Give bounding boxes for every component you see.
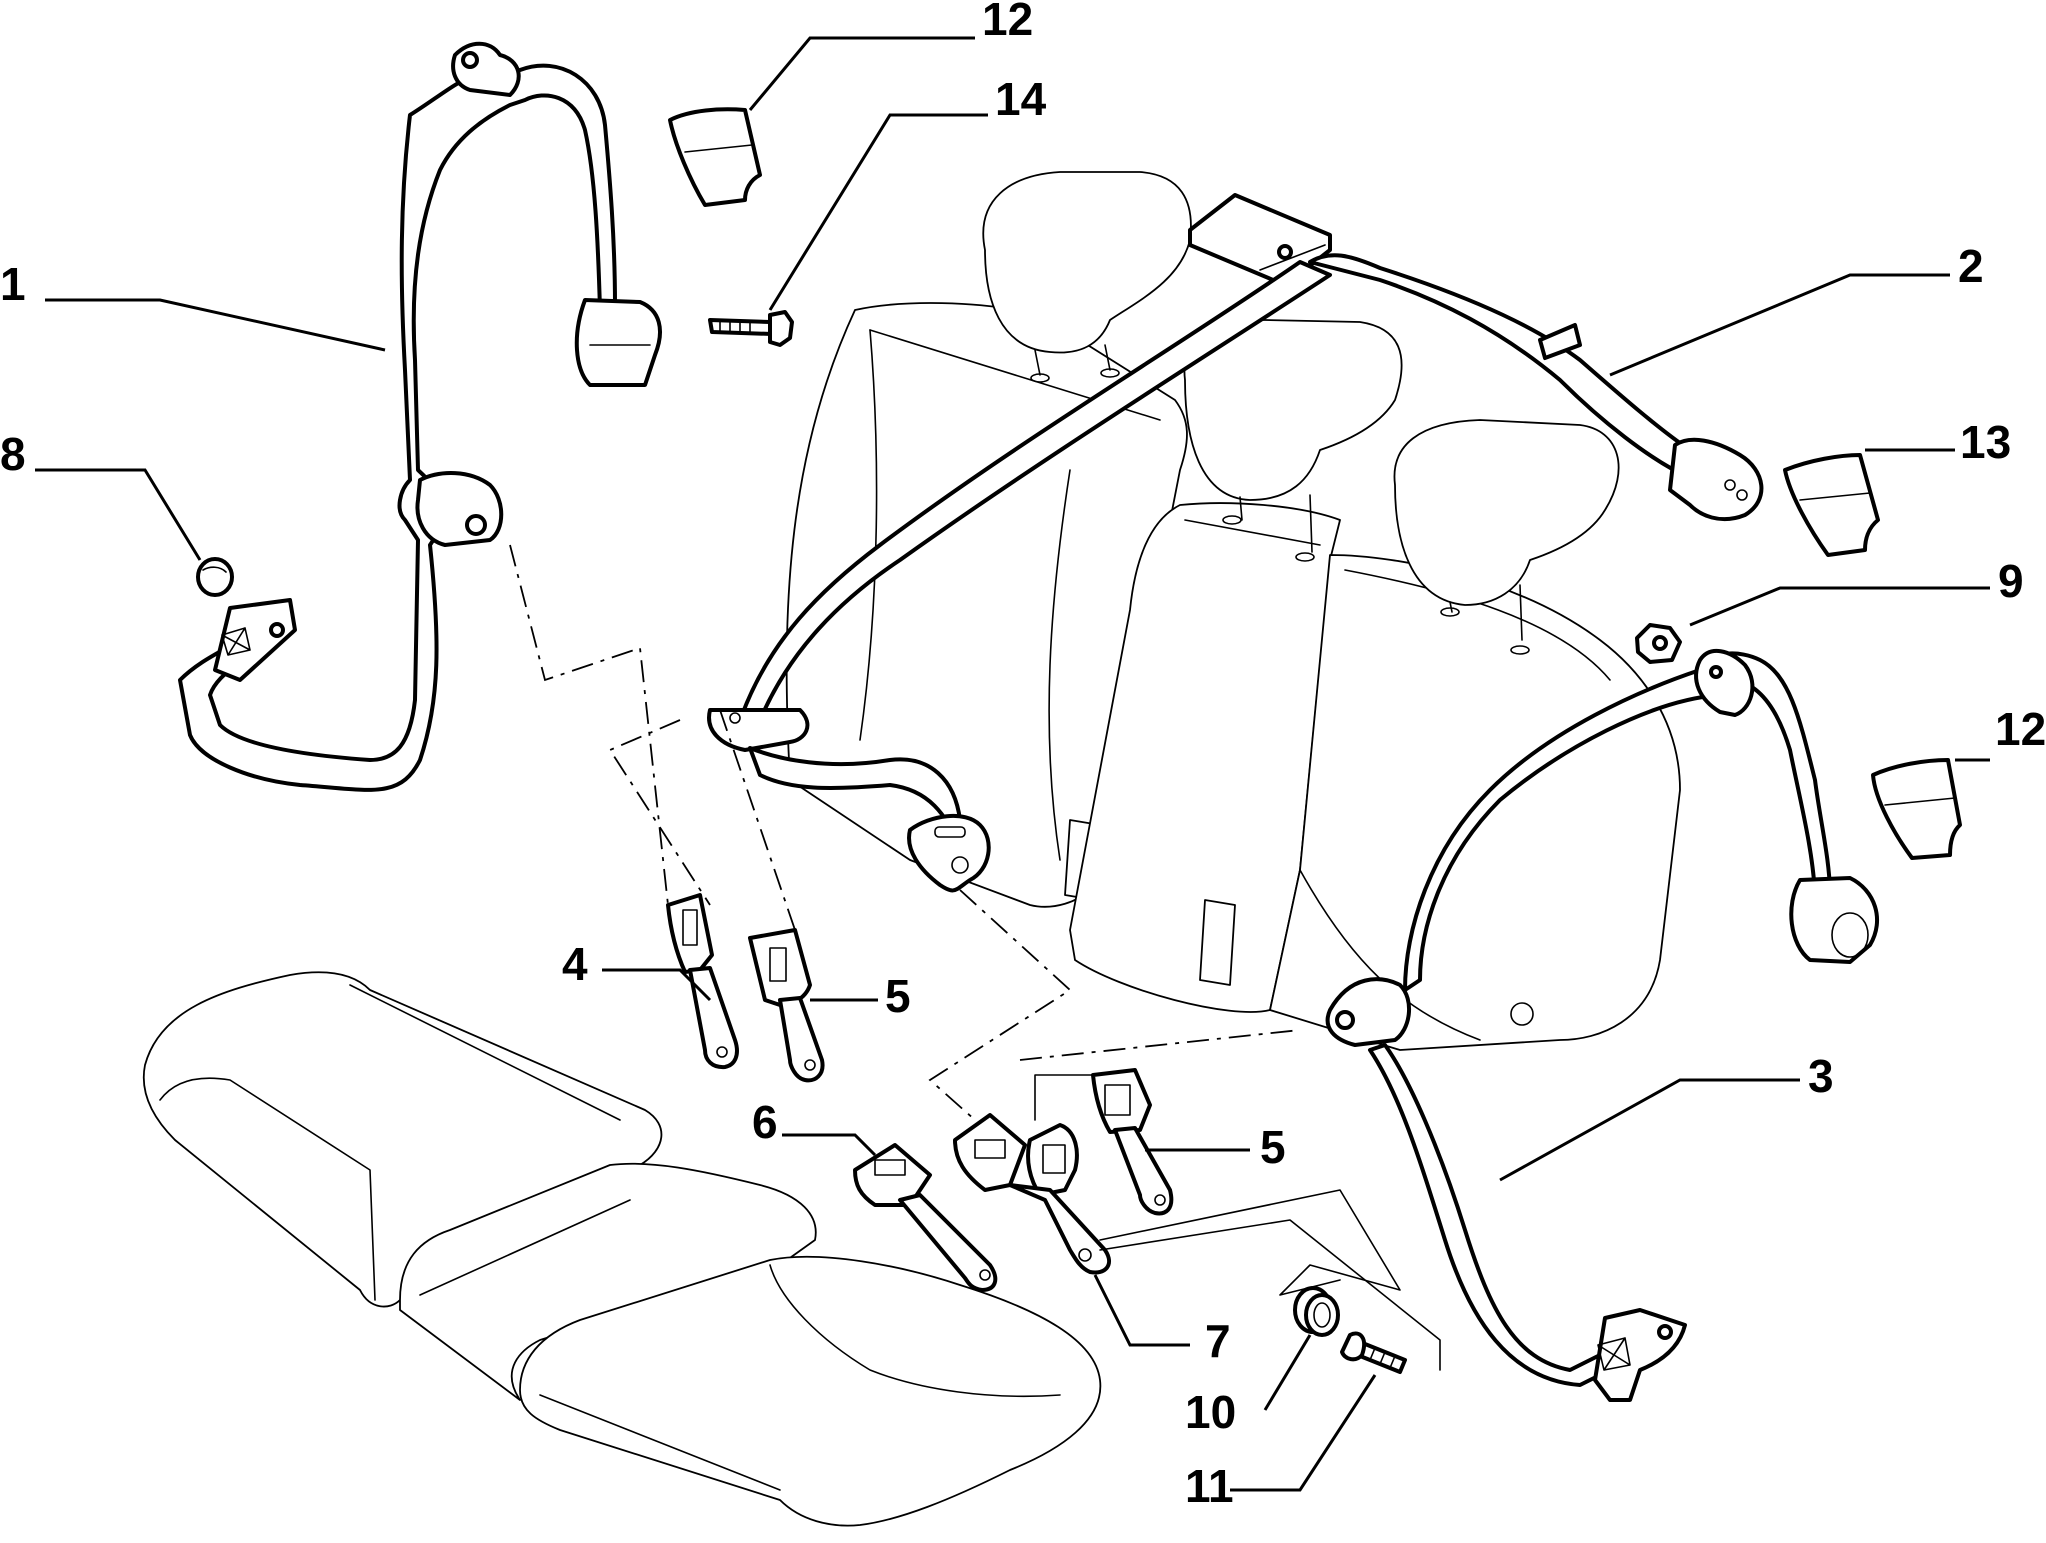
right-rear-seat-belt-part-3	[1325, 649, 1880, 1402]
callout-8: 8	[0, 428, 26, 480]
callout-10: 10	[1185, 1386, 1236, 1438]
centre-rear-seat-belt-part-2	[707, 193, 1764, 893]
rear-seat-cushion	[142, 971, 1102, 1527]
callouts: 1 2 3 4 5 5 6 7 8 9 10 11 12 12 13 14	[0, 0, 2046, 1512]
callout-1: 1	[0, 258, 26, 310]
callout-6: 6	[752, 1096, 778, 1148]
buckle-part-4	[666, 893, 739, 1070]
buckle-part-5-lower	[1091, 1068, 1174, 1216]
nut-part-9	[1635, 623, 1682, 664]
callout-2: 2	[1958, 240, 1984, 292]
callout-7: 7	[1205, 1315, 1231, 1367]
buckle-part-5-upper	[748, 928, 825, 1083]
buckle-part-7	[953, 1113, 1111, 1275]
callout-13: 13	[1960, 416, 2011, 468]
buckle-part-6	[853, 1143, 998, 1292]
headrests	[982, 171, 1620, 655]
leader-lines	[35, 36, 1990, 1492]
callout-9: 9	[1998, 555, 2024, 607]
left-rear-seat-belt-part-1	[178, 41, 662, 792]
callout-12b: 12	[1995, 703, 2046, 755]
assembly-lines	[509, 544, 1441, 1371]
callout-14: 14	[995, 73, 1047, 125]
cover-part-13	[1783, 453, 1880, 557]
spacer-part-10	[1293, 1286, 1340, 1337]
callout-5a: 5	[885, 970, 911, 1022]
rear-seat-backrest	[785, 302, 1681, 1051]
callout-4: 4	[562, 938, 588, 990]
callout-3: 3	[1808, 1050, 1834, 1102]
bolt-part-11	[1340, 1331, 1407, 1374]
bolt-part-14	[708, 310, 794, 347]
cover-cap-part-12-right	[1871, 758, 1962, 860]
cap-part-8	[196, 557, 234, 597]
callout-11: 11	[1185, 1460, 1234, 1512]
callout-5b: 5	[1260, 1121, 1286, 1173]
callout-12a: 12	[982, 0, 1033, 45]
cover-cap-part-12-top	[668, 107, 762, 207]
